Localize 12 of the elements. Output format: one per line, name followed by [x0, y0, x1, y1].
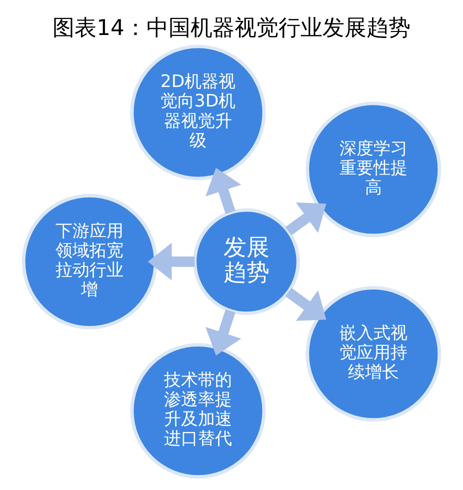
- diagram-title: 图表14：中国机器视觉行业发展趋势: [52, 16, 410, 42]
- arrow: [285, 202, 326, 236]
- node-circle: 发展趋势: [193, 208, 300, 316]
- arrow: [206, 168, 242, 214]
- node-circle: 下游应用领域拓宽拉动行业增: [22, 194, 158, 330]
- node-circle: 深度学习重要性提高: [306, 102, 442, 238]
- arrow: [148, 242, 195, 280]
- arrow: [285, 288, 326, 321]
- node-circle: 技术带的渗透率提升及加速进口替代: [130, 343, 266, 479]
- arrow: [206, 309, 242, 356]
- node-circle: 嵌入式视觉应用持续增长: [306, 286, 442, 422]
- node-circle: 2D机器视觉向3D机器视觉升级: [130, 44, 266, 180]
